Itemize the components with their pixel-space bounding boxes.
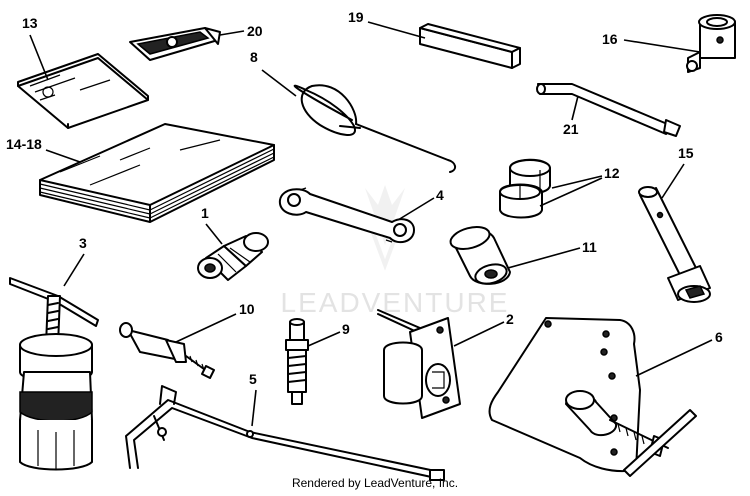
adapter-fitting	[197, 232, 269, 281]
callout-2: 2	[506, 311, 514, 327]
puller-plate	[488, 317, 697, 477]
wire-loop-tool	[293, 84, 456, 173]
callout-13: 13	[22, 15, 38, 31]
callout-8: 8	[250, 49, 258, 65]
sleeve-coupling	[449, 226, 511, 285]
valve-core	[285, 318, 309, 405]
callout-10: 10	[239, 301, 255, 317]
leader-11	[507, 247, 581, 269]
callout-12: 12	[604, 165, 620, 181]
leader-4	[397, 197, 435, 221]
leader-20	[219, 30, 245, 36]
gear-puller	[9, 277, 99, 471]
callout-14-18: 14-18	[6, 136, 42, 152]
document-stack	[39, 123, 275, 223]
callout-9: 9	[342, 321, 350, 337]
leader-13	[29, 34, 49, 81]
hex-key	[536, 83, 681, 137]
flat-wrench	[278, 187, 415, 244]
callout-4: 4	[436, 187, 444, 203]
manual-booklet	[17, 53, 149, 129]
footer-credit: Rendered by LeadVenture, Inc.	[291, 476, 459, 490]
key-bar	[419, 23, 521, 69]
callout-19: 19	[348, 9, 364, 25]
leader-16	[623, 39, 701, 53]
leader-6	[635, 339, 713, 377]
leader-1	[205, 223, 223, 245]
strap-tag	[129, 27, 221, 61]
leader-10	[175, 313, 237, 343]
leader-14-18	[45, 149, 81, 163]
callout-21: 21	[563, 121, 579, 137]
leader-3	[63, 253, 85, 287]
leader-8	[261, 69, 297, 97]
callout-3: 3	[79, 235, 87, 251]
valve-bolt	[119, 322, 215, 379]
leader-15	[661, 163, 685, 199]
callout-1: 1	[201, 205, 209, 221]
leader-19	[367, 21, 426, 39]
tube-fitting	[686, 14, 736, 73]
callout-5: 5	[249, 371, 257, 387]
leader-9	[307, 331, 341, 347]
watermark-text: LEADVENTURE	[281, 287, 510, 318]
leader-5	[251, 389, 257, 427]
leader-2	[453, 321, 505, 347]
callout-15: 15	[678, 145, 694, 161]
linkage-rod	[125, 385, 445, 481]
callout-11: 11	[582, 239, 597, 255]
callout-16: 16	[602, 31, 618, 47]
socket-tube-wrench	[638, 186, 711, 303]
leader-21	[571, 95, 579, 121]
flange-plate	[377, 309, 461, 419]
callout-20: 20	[247, 23, 263, 39]
shaft-collars	[499, 158, 551, 219]
callout-6: 6	[715, 329, 723, 345]
leader-12	[539, 175, 603, 207]
